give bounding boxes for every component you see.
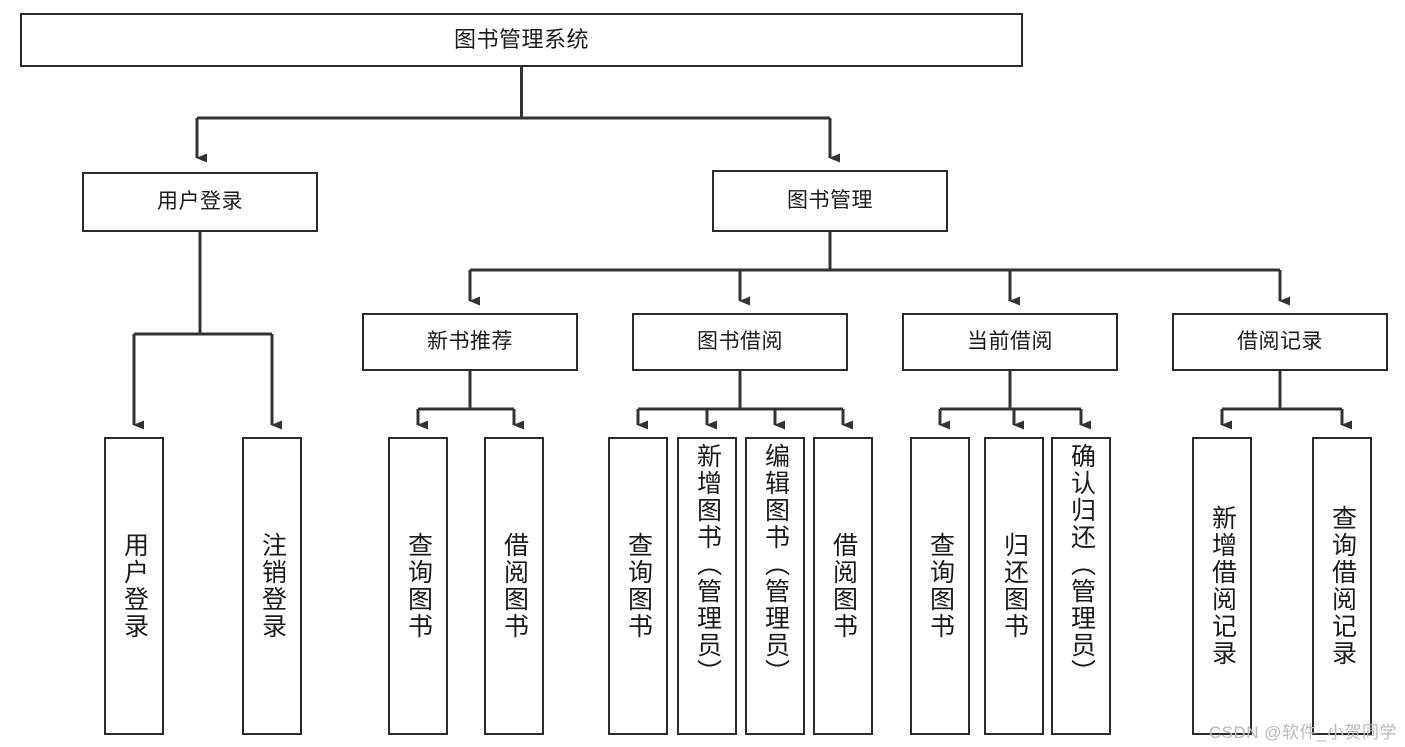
node-leaf-return-book[interactable]: 归还图书 <box>984 437 1044 735</box>
node-root-system[interactable]: 图书管理系统 <box>20 13 1023 67</box>
node-label: 图书管理系统 <box>453 27 589 53</box>
node-label: 新增图书（管理员） <box>693 443 722 686</box>
node-leaf-user-login[interactable]: 用户登录 <box>104 437 164 735</box>
node-leaf-add-book[interactable]: 新增图书（管理员） <box>677 437 737 735</box>
node-label: 用户登录 <box>157 189 243 213</box>
node-leaf-borrow-book-recommend[interactable]: 借阅图书 <box>484 437 544 735</box>
edge-root-to-level1 <box>195 67 840 163</box>
node-label: 查询借阅记录 <box>1328 505 1357 667</box>
edge-borrow-record-to-leaves <box>1220 371 1352 430</box>
node-leaf-add-borrow-record[interactable]: 新增借阅记录 <box>1192 437 1252 735</box>
node-leaf-query-book-borrow[interactable]: 查询图书 <box>608 437 668 735</box>
node-label: 用户登录 <box>120 532 149 640</box>
node-label: 查询图书 <box>404 532 433 640</box>
node-current-borrow[interactable]: 当前借阅 <box>902 313 1118 371</box>
node-label: 确认归还（管理员） <box>1067 443 1096 686</box>
node-leaf-query-book-current[interactable]: 查询图书 <box>910 437 970 735</box>
edge-book-borrow-to-leaves <box>636 371 853 430</box>
node-borrow-record[interactable]: 借阅记录 <box>1172 313 1388 371</box>
node-leaf-borrow-book[interactable]: 借阅图书 <box>813 437 873 735</box>
node-leaf-query-book-recommend[interactable]: 查询图书 <box>388 437 448 735</box>
node-new-book-recommend[interactable]: 新书推荐 <box>362 313 578 371</box>
node-label: 新增借阅记录 <box>1208 505 1237 667</box>
watermark-text: CSDN @软件_小贺同学 <box>1208 723 1397 742</box>
edge-current-borrow-to-leaves <box>938 371 1091 430</box>
node-leaf-user-logout[interactable]: 注销登录 <box>242 437 302 735</box>
node-label: 编辑图书（管理员） <box>761 443 790 686</box>
node-label: 借阅图书 <box>829 532 858 640</box>
edge-user-login-to-leaves <box>132 232 282 430</box>
node-label: 借阅图书 <box>500 532 529 640</box>
node-label: 查询图书 <box>624 532 653 640</box>
node-label: 借阅记录 <box>1237 329 1323 353</box>
node-leaf-edit-book[interactable]: 编辑图书（管理员） <box>745 437 805 735</box>
node-user-login[interactable]: 用户登录 <box>82 172 318 232</box>
node-label: 新书推荐 <box>427 329 513 353</box>
node-leaf-query-borrow-record[interactable]: 查询借阅记录 <box>1312 437 1372 735</box>
node-book-borrow[interactable]: 图书借阅 <box>632 313 848 371</box>
node-label: 查询图书 <box>926 532 955 640</box>
edge-book-manage-to-level2 <box>468 232 1290 306</box>
edge-new-book-recommend-to-leaves <box>416 371 524 430</box>
node-label: 归还图书 <box>1000 532 1029 640</box>
node-label: 当前借阅 <box>967 329 1053 353</box>
node-label: 图书管理 <box>787 188 873 212</box>
node-label: 图书借阅 <box>697 329 783 353</box>
node-label: 注销登录 <box>258 532 287 640</box>
node-leaf-confirm-return[interactable]: 确认归还（管理员） <box>1051 437 1111 735</box>
node-book-manage[interactable]: 图书管理 <box>712 170 948 232</box>
